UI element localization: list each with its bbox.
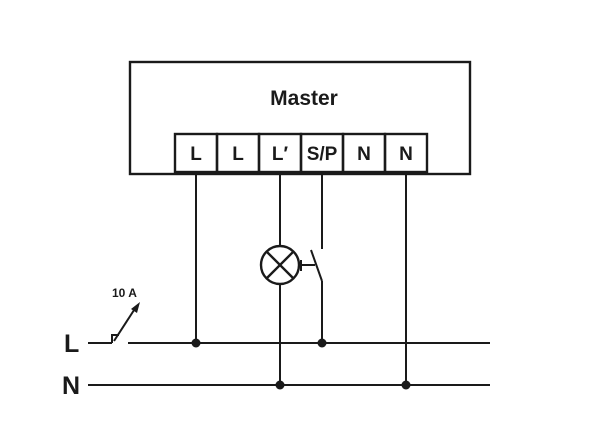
phase-bus-label: L xyxy=(64,330,79,358)
terminal-label-l-prime: L′ xyxy=(272,144,289,165)
lamp-icon xyxy=(259,244,301,286)
switch-blade xyxy=(310,249,323,282)
terminal-label-sp: S/P xyxy=(307,144,338,165)
breaker-blade xyxy=(113,306,137,342)
lamp-circle xyxy=(259,244,301,286)
lamp-cross-2 xyxy=(265,250,295,280)
device-title: Master xyxy=(270,87,338,110)
terminal-label-l1: L xyxy=(190,144,202,165)
junction-dot-phase-switch xyxy=(317,338,327,348)
terminal-label-l2: L xyxy=(232,144,244,165)
neutral-bus-label: N xyxy=(62,372,80,400)
master-device: Master L L L′ S/P N N xyxy=(128,60,472,176)
switch-icon xyxy=(300,249,323,282)
breaker-hook xyxy=(111,334,119,343)
breaker-arrowhead xyxy=(131,302,140,313)
terminal-label-n1: N xyxy=(357,144,371,165)
terminal-label-n2: N xyxy=(399,144,413,165)
neutral-bus: N xyxy=(62,372,490,400)
phase-bus: L xyxy=(64,330,490,358)
master-device-outline xyxy=(128,60,472,176)
circuit-breaker-icon: 10 A xyxy=(111,286,140,343)
breaker-rating-label: 10 A xyxy=(112,286,137,300)
junction-dot-neutral-lamp xyxy=(275,380,285,390)
junction-dot-phase-l xyxy=(191,338,201,348)
terminal-block: L L L′ S/P N N xyxy=(173,132,429,174)
junction-dot-neutral-n xyxy=(401,380,411,390)
terminal-box-6 xyxy=(383,132,429,174)
wires xyxy=(195,174,407,385)
